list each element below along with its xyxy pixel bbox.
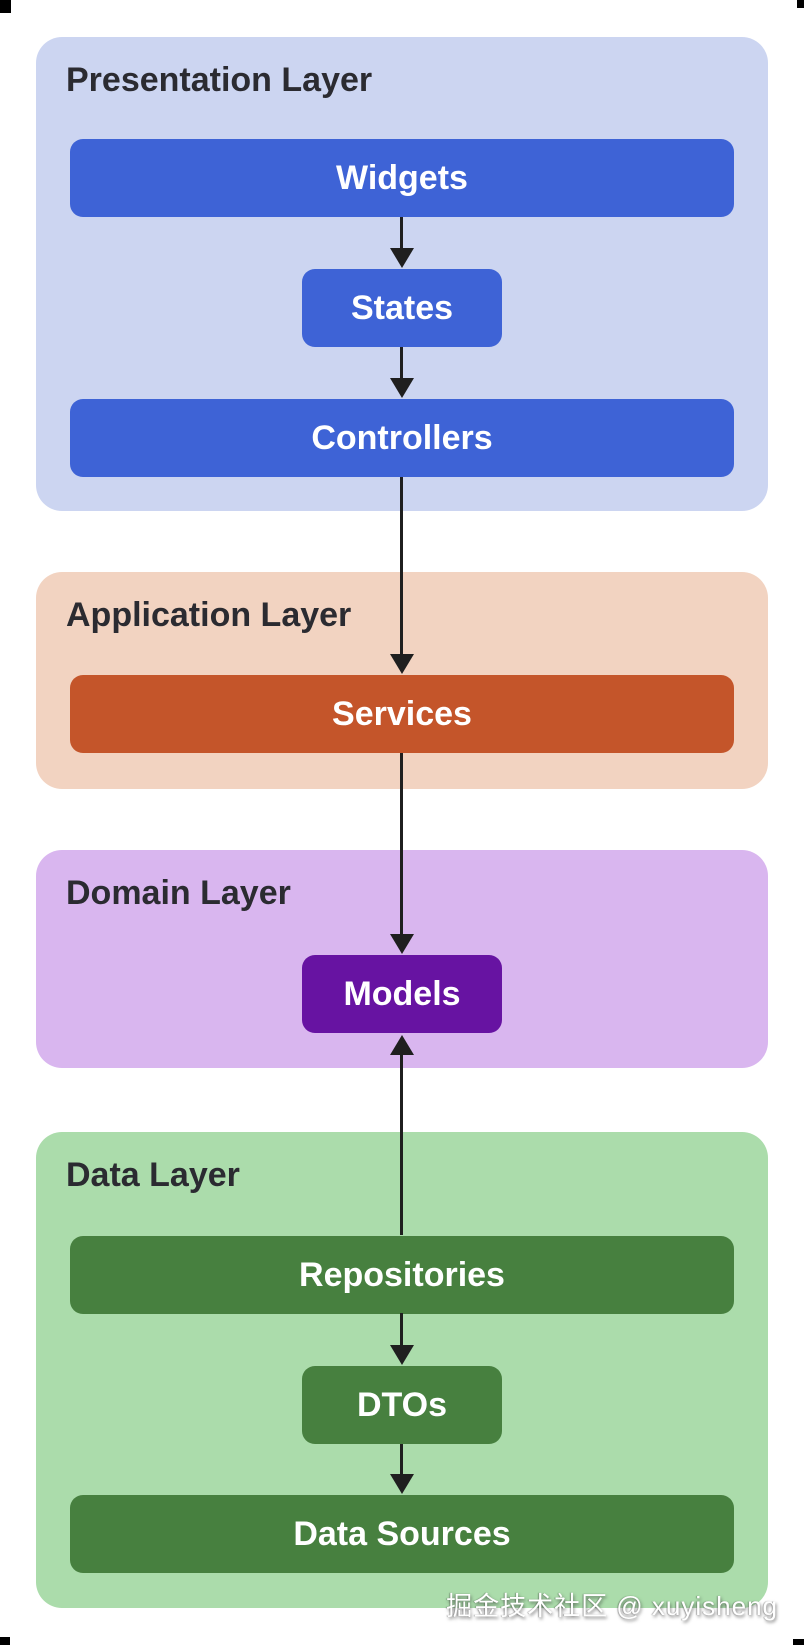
arrow-shaft bbox=[400, 217, 403, 251]
arrow-states-to-controllers bbox=[390, 347, 414, 398]
arrow-dtos-to-data-sources bbox=[390, 1444, 414, 1494]
layer-application-title: Application Layer bbox=[66, 596, 352, 634]
arrow-shaft bbox=[400, 753, 403, 937]
arrowhead-down-icon bbox=[390, 1474, 414, 1494]
node-controllers: Controllers bbox=[70, 399, 734, 477]
arrow-widgets-to-states bbox=[390, 217, 414, 268]
arrowhead-down-icon bbox=[390, 1345, 414, 1365]
arrow-services-to-models bbox=[390, 753, 414, 954]
arrowhead-down-icon bbox=[390, 934, 414, 954]
arrowhead-down-icon bbox=[390, 654, 414, 674]
arrow-shaft bbox=[400, 1313, 403, 1348]
arrow-repositories-to-models bbox=[390, 1035, 414, 1235]
arrowhead-down-icon bbox=[390, 378, 414, 398]
arrow-shaft bbox=[400, 477, 403, 657]
layer-data: Data Layer Repositories DTOs Data Source… bbox=[36, 1132, 768, 1608]
corner-artifact-bottom-left bbox=[0, 1637, 10, 1645]
node-dtos: DTOs bbox=[302, 1366, 502, 1444]
arrow-shaft bbox=[400, 347, 403, 381]
arrow-shaft bbox=[400, 1444, 403, 1477]
layer-domain-title: Domain Layer bbox=[66, 874, 291, 912]
corner-artifact-top-right bbox=[797, 0, 804, 8]
node-data-sources: Data Sources bbox=[70, 1495, 734, 1573]
watermark: 掘金技术社区 @ xuyisheng bbox=[446, 1591, 778, 1621]
node-states: States bbox=[302, 269, 502, 347]
node-repositories: Repositories bbox=[70, 1236, 734, 1314]
node-models: Models bbox=[302, 955, 502, 1033]
arrow-controllers-to-services bbox=[390, 477, 414, 674]
layer-presentation: Presentation Layer Widgets States Contro… bbox=[36, 37, 768, 511]
layer-presentation-title: Presentation Layer bbox=[66, 61, 373, 99]
layer-data-title: Data Layer bbox=[66, 1156, 240, 1194]
node-services: Services bbox=[70, 675, 734, 753]
arrowhead-up-icon bbox=[390, 1035, 414, 1055]
corner-artifact-top-left bbox=[0, 0, 11, 13]
arrow-shaft bbox=[400, 1052, 403, 1235]
arrowhead-down-icon bbox=[390, 248, 414, 268]
node-widgets: Widgets bbox=[70, 139, 734, 217]
arrow-repositories-to-dtos bbox=[390, 1313, 414, 1365]
corner-artifact-bottom-right bbox=[793, 1639, 804, 1645]
